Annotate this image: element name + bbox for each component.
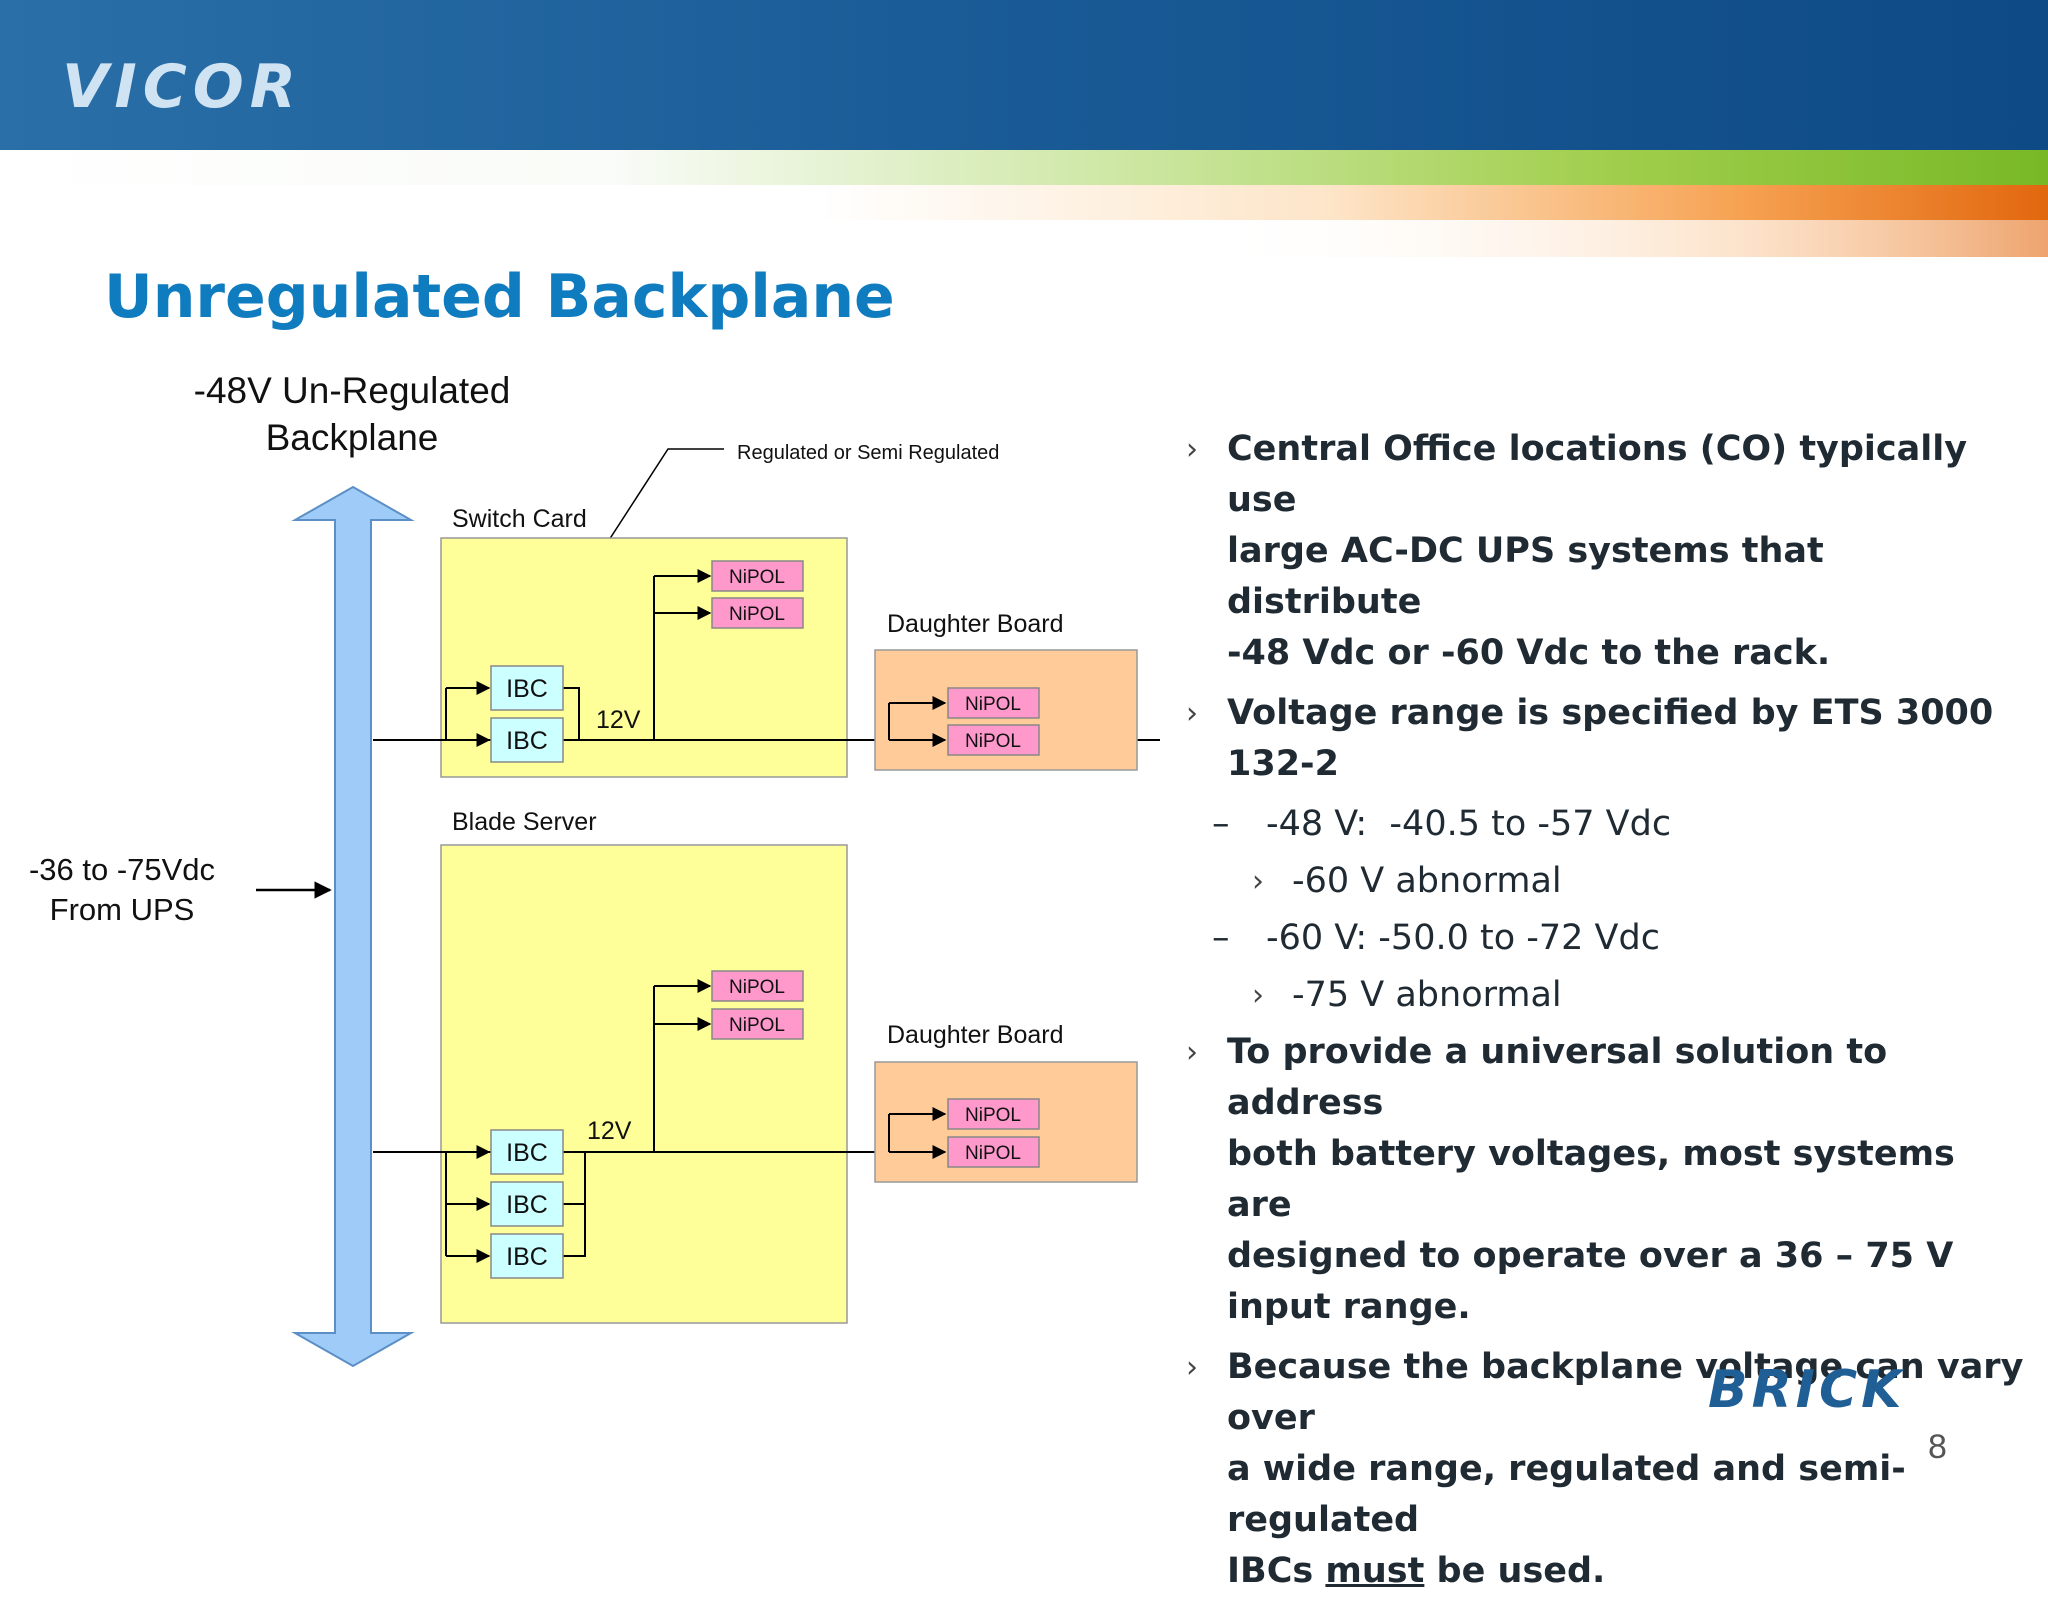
- regulated-note: Regulated or Semi Regulated: [737, 442, 999, 464]
- bullet-line: designed to operate over a 36 – 75 V: [1227, 1236, 1954, 1276]
- blade-server-ibc-3: [490, 1233, 564, 1279]
- bullet-line: large AC-DC UPS systems that distribute: [1227, 531, 1824, 622]
- bullet-line: Voltage range is specified by ETS 3000 1…: [1227, 693, 1994, 784]
- vicor-logo: VICOR: [62, 52, 302, 122]
- accent-stripe-fade: [0, 220, 2048, 257]
- sub-bullet-marker: –: [1212, 804, 1230, 844]
- brick-logo: BRICK: [1708, 1360, 1906, 1420]
- blade-server-ibc-2-label: IBC: [506, 1191, 548, 1219]
- blade-server-ibc-2: [490, 1181, 564, 1227]
- switch-card-ibc-1-label: IBC: [506, 675, 548, 703]
- bullet-list: › Central Office locations (CO) typicall…: [1186, 424, 2026, 1606]
- blade-server-nipol-1-label: NiPOL: [729, 977, 785, 998]
- blade-server-ibc-out: [563, 1152, 586, 1257]
- bullet-line: Because the backplane voltage can vary o…: [1227, 1347, 2024, 1438]
- daughter-board-2-nipol-1: [947, 1098, 1040, 1130]
- sub-sub-bullet-marker: ›: [1252, 978, 1264, 1013]
- daughter-board-1-label: Daughter Board: [887, 610, 1064, 638]
- bullet-universal-solution: › To provide a universal solution to add…: [1186, 1027, 2026, 1333]
- input-label-line2: From UPS: [50, 892, 195, 927]
- bullet-marker: ›: [1186, 432, 1198, 467]
- bullet-co-locations: › Central Office locations (CO) typicall…: [1186, 424, 2026, 679]
- accent-stripe-green: [0, 150, 2048, 185]
- bullet-line: -60 V: -50.0 to -72 Vdc: [1266, 918, 1660, 958]
- bullet-line: IBCs must be used.: [1227, 1546, 2026, 1597]
- bullet-line: Central Office locations (CO) typically …: [1227, 429, 1968, 520]
- page-number: 8: [1928, 1428, 1947, 1466]
- backplane-label-line2: Backplane: [266, 417, 439, 458]
- bullet-line: -48 V: -40.5 to -57 Vdc: [1266, 804, 1672, 844]
- switch-card-nipol-2: [711, 597, 804, 629]
- bullet-marker: ›: [1186, 1035, 1198, 1070]
- backplane-diagram: -48V Un-Regulated Backplane -36 to -75Vd…: [29, 370, 1160, 1368]
- header-bar: VICOR: [0, 0, 2048, 150]
- daughter-board-2-nipol-2-label: NiPOL: [965, 1143, 1021, 1164]
- sub-bullet-60v: – -60 V: -50.0 to -72 Vdc: [1186, 913, 2026, 964]
- sub-bullet-48v: – -48 V: -40.5 to -57 Vdc: [1186, 799, 2026, 850]
- switch-card-nipol-1-label: NiPOL: [729, 567, 785, 588]
- switch-card-ibc-2-label: IBC: [506, 727, 548, 755]
- daughter-board-1-nipol-2: [947, 724, 1040, 756]
- blade-server-nipol-2: [711, 1008, 804, 1040]
- bullet-line: -60 V abnormal: [1292, 861, 1562, 901]
- sub-bullet-marker: –: [1212, 918, 1230, 958]
- blade-server-nipol-2-label: NiPOL: [729, 1015, 785, 1036]
- blade-server-nipol-1: [711, 970, 804, 1002]
- daughter-board-2-nipol-1-label: NiPOL: [965, 1105, 1021, 1126]
- switch-card-nipol-1: [711, 560, 804, 592]
- bullet-marker: ›: [1186, 1350, 1198, 1385]
- daughter-board-1-nipol-1: [947, 687, 1040, 719]
- bullet-line: a wide range, regulated and semi-regulat…: [1227, 1449, 1906, 1540]
- blade-server-ibc-1-label: IBC: [506, 1139, 548, 1167]
- daughter-board-2-nipol-2: [947, 1136, 1040, 1168]
- bullet-line: To provide a universal solution to addre…: [1227, 1032, 1888, 1123]
- switch-card-ibc-1: [490, 665, 564, 711]
- switch-card-ibc-2: [490, 717, 564, 763]
- daughter-board-1-nipol-1-label: NiPOL: [965, 694, 1021, 715]
- blade-server-bus-label: 12V: [587, 1117, 632, 1145]
- daughter-board-2-label: Daughter Board: [887, 1021, 1064, 1049]
- sub-sub-bullet-marker: ›: [1252, 864, 1264, 899]
- emphasis-must: must: [1325, 1551, 1425, 1591]
- input-label-line1: -36 to -75Vdc: [29, 852, 215, 887]
- bullet-voltage-range: › Voltage range is specified by ETS 3000…: [1186, 688, 2026, 790]
- sub-sub-bullet-60v-abnormal: › -60 V abnormal: [1186, 856, 2026, 907]
- blade-server-ibc-3-label: IBC: [506, 1243, 548, 1271]
- switch-card-bus-label: 12V: [596, 706, 641, 734]
- slide-title: Unregulated Backplane: [104, 262, 895, 332]
- bullet-line: -75 V abnormal: [1292, 975, 1562, 1015]
- switch-card-label: Switch Card: [452, 505, 587, 533]
- backplane-bus-arrow: [291, 485, 415, 1368]
- blade-server-label: Blade Server: [452, 808, 597, 836]
- bullet-line: both battery voltages, most systems are: [1227, 1134, 1955, 1225]
- sub-sub-bullet-75v-abnormal: › -75 V abnormal: [1186, 970, 2026, 1021]
- backplane-label-line1: -48V Un-Regulated: [194, 370, 511, 411]
- bullet-line: input range.: [1227, 1287, 1471, 1327]
- bullet-line: -48 Vdc or -60 Vdc to the rack.: [1227, 633, 1831, 673]
- switch-card-ibc-out: [563, 687, 580, 740]
- bullet-marker: ›: [1186, 696, 1198, 731]
- daughter-board-1-nipol-2-label: NiPOL: [965, 731, 1021, 752]
- blade-server-ibc-1: [490, 1129, 564, 1175]
- bullet-text: be used.: [1424, 1551, 1606, 1591]
- bullet-text: IBCs: [1227, 1551, 1326, 1591]
- switch-card-nipol-2-label: NiPOL: [729, 604, 785, 625]
